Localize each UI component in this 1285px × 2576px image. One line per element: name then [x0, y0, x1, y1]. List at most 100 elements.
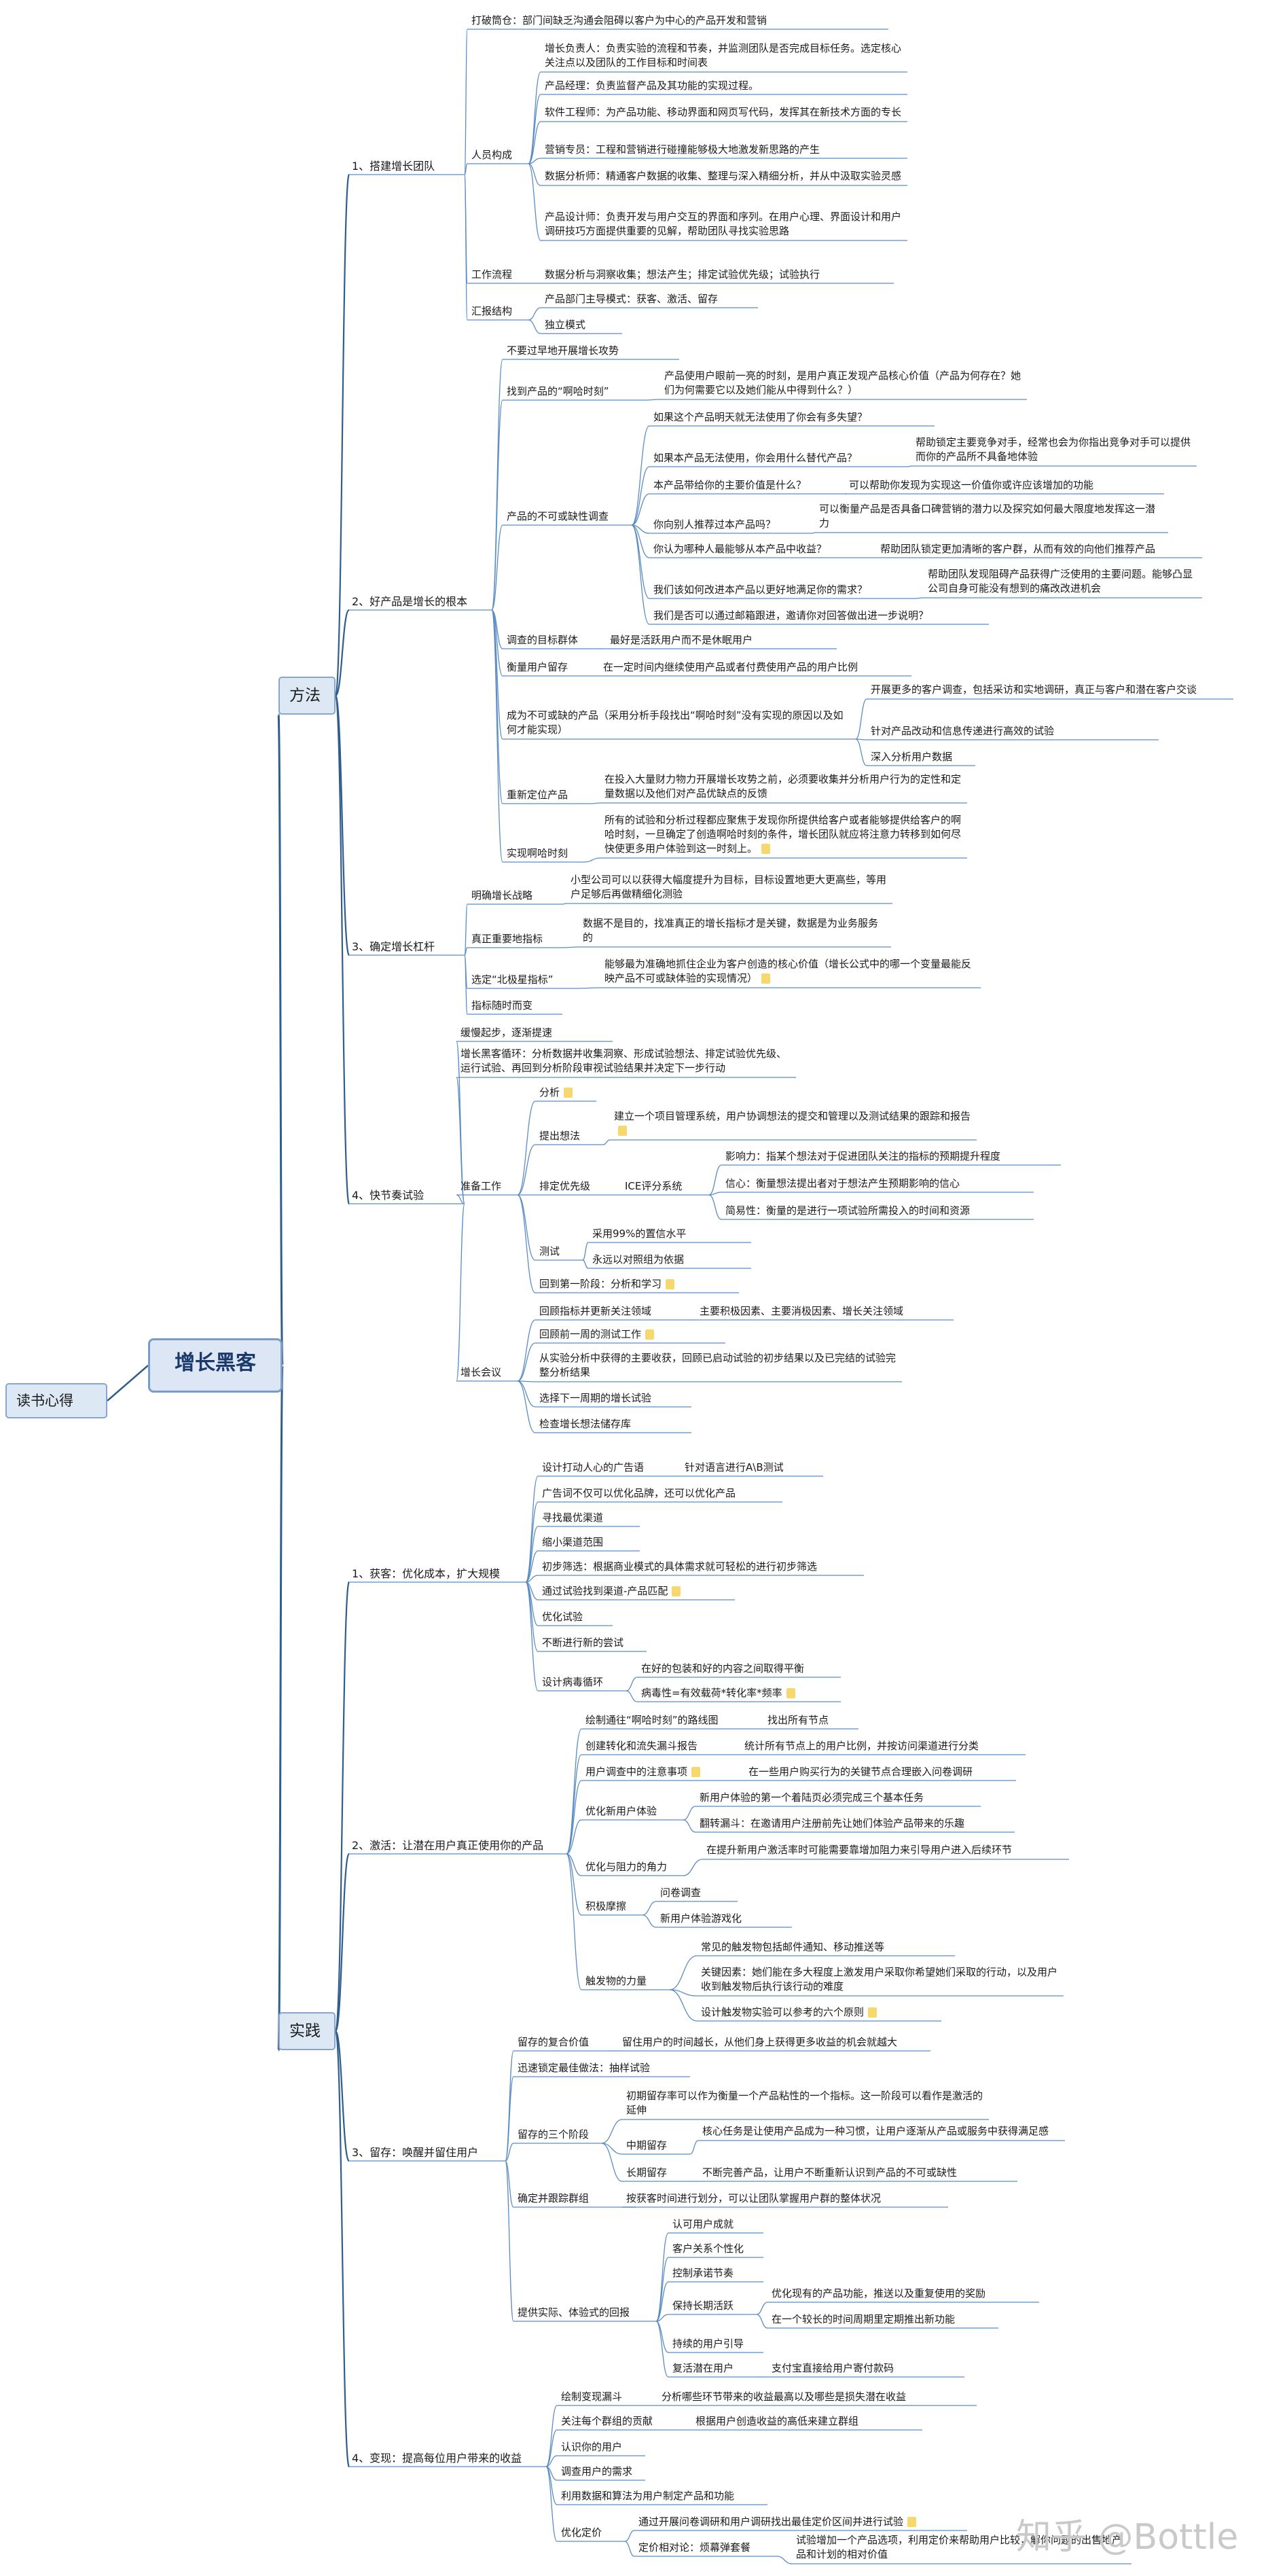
- ret-compound-value[interactable]: 留存的复合价值: [518, 2036, 590, 2048]
- survey-q1[interactable]: 如果这个产品明天就无法使用了你会有多失望？: [653, 411, 868, 423]
- act-funnel-report[interactable]: 创建转化和流失漏斗报告: [585, 1740, 698, 1752]
- ice-confidence[interactable]: 信心：衡量想法提出者对于想法产生预期影响的信心: [725, 1177, 960, 1189]
- ice-ease[interactable]: 简易性：衡量的是进行一项试验所需投入的时间和资源: [725, 1204, 971, 1217]
- pricing-survey-test[interactable]: 通过开展问卷调研和用户调研找出最佳定价区间并进行试验: [634, 2514, 967, 2530]
- acq-viral-loop[interactable]: 设计病毒循环: [542, 1676, 604, 1688]
- triggers-six-principles[interactable]: 设计触发物实验可以参考的六个原则: [697, 2004, 941, 2021]
- branch-practice[interactable]: 实践: [278, 2012, 336, 2050]
- onboarding-flip-funnel[interactable]: 翻转漏斗：在邀请用户注册前先让她们体验产品带来的乐趣: [700, 1817, 965, 1829]
- prep-ideas-note[interactable]: 建立一个项目管理系统，用户协调想法的提交和管理以及测试结果的跟踪和报告: [610, 1107, 977, 1140]
- method-lever[interactable]: 3、确定增长杠杆: [352, 940, 435, 953]
- meeting-review-metrics-note[interactable]: 主要积极因素、主要消极因素、增长关注领域: [700, 1305, 904, 1317]
- mon-funnel-note[interactable]: 分析哪些环节带来的收益最高以及哪些是损失潜在收益: [662, 2391, 907, 2403]
- mon-funnel[interactable]: 绘制变现漏斗: [561, 2391, 623, 2403]
- test-preparation[interactable]: 准备工作: [460, 1180, 502, 1192]
- survey-q6-note[interactable]: 帮助团队发现阻碍产品获得广泛使用的主要问题。能够凸显公司自身可能没有想到的痛改改…: [928, 568, 1193, 594]
- viral-formula[interactable]: 病毒性=有效载荷*转化率*频率: [637, 1685, 841, 1702]
- team-break-silo[interactable]: 打破筒仓：部门间缺乏沟通会阻碍以客户为中心的产品开发和营销: [471, 14, 767, 26]
- achieve-aha-note[interactable]: 所有的试验和分析过程都应聚焦于发现你所提供给客户或者能够提供给客户的啊哈时刻，一…: [604, 814, 962, 855]
- triggers-common[interactable]: 常见的触发物包括邮件通知、移动推送等: [701, 1941, 885, 1953]
- indispensable-interviews[interactable]: 开展更多的客户调查，包括采访和实地调研，真正与客户和潜在客户交谈: [871, 683, 1197, 696]
- indispensable-tests[interactable]: 针对产品改动和信息传递进行高效的试验: [871, 725, 1055, 737]
- acq-initial-screen[interactable]: 初步筛选：根据商业模式的具体需求就可轻松的进行初步筛选: [542, 1560, 818, 1573]
- survey-q5-note[interactable]: 帮助团队锁定更加清晰的客户群，从而有效的向他们推荐产品: [880, 543, 1156, 555]
- team-members[interactable]: 人员构成: [471, 149, 513, 161]
- practice-monetization[interactable]: 4、变现：提高每位用户带来的收益: [352, 2452, 522, 2465]
- ret-compound-note[interactable]: 留住用户的时间越长，从他们身上获得更多收益的机会就越大: [622, 2036, 898, 2048]
- meeting-next-cycle[interactable]: 选择下一周期的增长试验: [539, 1392, 652, 1404]
- positive-friction-game[interactable]: 新用户体验游戏化: [660, 1912, 742, 1925]
- survey-q2[interactable]: 如果本产品无法使用，你会用什么替代产品？: [653, 452, 858, 464]
- act-funnel-note[interactable]: 统计所有节点上的用户比例，并按访问渠道进行分类: [744, 1740, 979, 1752]
- mon-cohort-value-note[interactable]: 根据用户创造收益的高低来建立群组: [695, 2415, 859, 2427]
- product-find-aha[interactable]: 找到产品的“啊哈时刻”: [507, 385, 609, 397]
- acq-keep-trying[interactable]: 不断进行新的尝试: [542, 1636, 624, 1649]
- reward-revive-note[interactable]: 支付宝直接给用户寄付款码: [772, 2362, 894, 2374]
- product-dont-rush[interactable]: 不要过早地开展增长攻势: [507, 344, 619, 357]
- method-product[interactable]: 2、好产品是增长的根本: [352, 595, 468, 608]
- stage-mid[interactable]: 中期留存: [626, 2139, 668, 2151]
- member-growth-lead[interactable]: 增长负责人：负责实验的流程和节奏，并监测团队是否完成目标任务。选定核心关注点以及…: [545, 42, 902, 69]
- reward-revive[interactable]: 复活潜在用户: [672, 2362, 734, 2374]
- survey-q4[interactable]: 你向别人推荐过本产品吗？: [653, 518, 776, 531]
- act-roadmap-note[interactable]: 找出所有节点: [767, 1714, 829, 1726]
- workflow-steps[interactable]: 数据分析与洞察收集；想法产生；排定试验优先级；试验执行: [545, 268, 820, 281]
- viral-balance[interactable]: 在好的包装和好的内容之间取得平衡: [641, 1662, 805, 1675]
- acq-best-channel[interactable]: 寻找最优渠道: [542, 1511, 604, 1524]
- acq-narrow-channels[interactable]: 缩小渠道范围: [542, 1536, 604, 1548]
- side-note-reading[interactable]: 读书心得: [5, 1383, 107, 1418]
- positive-friction-survey[interactable]: 问卷调查: [660, 1886, 702, 1899]
- product-survey[interactable]: 产品的不可或缺性调查: [507, 510, 609, 522]
- stage-long-note[interactable]: 不断完善产品，让用户不断重新认识到产品的不可或缺性: [702, 2166, 958, 2179]
- member-designer[interactable]: 产品设计师：负责开发与用户交互的界面和序列。在用户心理、界面设计和用户调研技巧方…: [545, 211, 902, 237]
- practice-activation[interactable]: 2、激活：让潜在用户真正使用你的产品: [352, 1839, 544, 1852]
- product-reposition[interactable]: 重新定位产品: [507, 789, 568, 801]
- mon-know-users[interactable]: 认识你的用户: [561, 2441, 623, 2453]
- survey-q4-note[interactable]: 可以衡量产品是否具备口碑营销的潜力以及探究如何最大限度地发挥这一潜力: [819, 503, 1156, 529]
- lever-key-metric[interactable]: 真正重要地指标: [471, 933, 543, 945]
- team-report-structure[interactable]: 汇报结构: [471, 305, 513, 317]
- meeting-learnings[interactable]: 从实验分析中获得的主要收获，回顾已启动试验的初步结果以及已完结的试验完整分析结果: [539, 1352, 897, 1378]
- stage-mid-note[interactable]: 核心任务是让使用产品成为一种习惯，让用户逐渐从产品或服务中获得满足感: [702, 2125, 1049, 2137]
- friction-note[interactable]: 在提升新用户激活率时可能需要靠增加阻力来引导用户进入后续环节: [706, 1844, 1013, 1856]
- survey-q3[interactable]: 本产品带给你的主要价值是什么？: [653, 479, 807, 491]
- practice-acquisition[interactable]: 1、获客：优化成本，扩大规模: [352, 1567, 501, 1580]
- mon-algorithms[interactable]: 利用数据和算法为用户制定产品和功能: [561, 2490, 735, 2502]
- product-indispensable[interactable]: 成为不可或缺的产品（采用分析手段找出“啊哈时刻”没有实现的原因以及如何才能实现）: [507, 709, 844, 736]
- long-active-optimize[interactable]: 优化现有的产品功能，推送以及重复使用的奖励: [772, 2287, 986, 2300]
- method-team[interactable]: 1、搭建增长团队: [352, 160, 435, 173]
- pricing-relativity[interactable]: 定价相对论：烦幕弹套餐: [638, 2541, 751, 2554]
- acq-copy-product[interactable]: 广告词不仅可以优化品牌，还可以优化产品: [542, 1487, 736, 1499]
- act-friction[interactable]: 优化与阻力的角力: [585, 1861, 668, 1873]
- lever-strategy-note[interactable]: 小型公司可以以获得大幅度提升为目标，目标设置地更大更高些，等用户足够后再做精细化…: [571, 874, 887, 900]
- triggers-key-factor[interactable]: 关键因素：她们能在多大程度上激发用户采取你希望她们采取的行动，以及用户收到触发物…: [701, 1966, 1058, 1992]
- ice-scoring[interactable]: ICE评分系统: [625, 1180, 683, 1192]
- member-engineer[interactable]: 软件工程师：为产品功能、移动界面和网页写代码，发挥其在新技术方面的专长: [545, 106, 902, 118]
- act-triggers[interactable]: 触发物的力量: [585, 1975, 647, 1987]
- survey-q3-note[interactable]: 可以帮助你发现为实现这一价值你或许应该增加的功能: [849, 479, 1094, 491]
- method-fast-test[interactable]: 4、快节奏试验: [352, 1189, 424, 1202]
- reward-personalize[interactable]: 客户关系个性化: [672, 2242, 744, 2255]
- acq-channel-fit[interactable]: 通过试验找到渠道-产品匹配: [538, 1583, 735, 1600]
- acq-copy[interactable]: 设计打动人心的广告语: [542, 1461, 645, 1473]
- product-retention[interactable]: 衡量用户留存: [507, 661, 568, 673]
- mon-pricing[interactable]: 优化定价: [561, 2526, 602, 2539]
- survey-q7[interactable]: 我们是否可以通过邮箱跟进，邀请你对回答做出进一步说明？: [653, 609, 929, 622]
- prep-ideas[interactable]: 提出想法: [539, 1130, 581, 1142]
- member-marketing[interactable]: 营销专员：工程和营销进行碰撞能够极大地激发新思路的产生: [545, 143, 820, 156]
- ret-three-stages[interactable]: 留存的三个阶段: [518, 2128, 590, 2141]
- root-node[interactable]: 增长黑客: [148, 1338, 283, 1393]
- lever-north-star-note[interactable]: 能够最为准确地抓住企业为客户创造的核心价值（增长公式中的哪一个变量最能反映产品不…: [604, 958, 972, 984]
- product-achieve-aha[interactable]: 实现啊哈时刻: [507, 847, 568, 859]
- act-onboarding[interactable]: 优化新用户体验: [585, 1805, 657, 1817]
- prep-priority[interactable]: 排定优先级: [539, 1180, 591, 1192]
- branch-method[interactable]: 方法: [278, 677, 336, 715]
- pricing-relativity-note[interactable]: 试验增加一个产品选项，利用定价来帮助用户比较，解你问题的出售地产品和计划的相对价…: [796, 2534, 1123, 2560]
- prep-testing[interactable]: 测试: [539, 1245, 560, 1257]
- act-positive-friction[interactable]: 积极摩擦: [585, 1900, 627, 1912]
- reward-long-active[interactable]: 保持长期活跃: [672, 2300, 734, 2312]
- aha-description[interactable]: 产品使用户眼前一亮的时刻，是用户真正发现产品核心价值（产品为何存在？她们为何需要…: [664, 370, 1021, 396]
- product-survey-target[interactable]: 调查的目标群体: [507, 634, 579, 646]
- acq-optimize[interactable]: 优化试验: [542, 1611, 583, 1623]
- ret-cohorts[interactable]: 确定并跟踪群组: [518, 2192, 590, 2204]
